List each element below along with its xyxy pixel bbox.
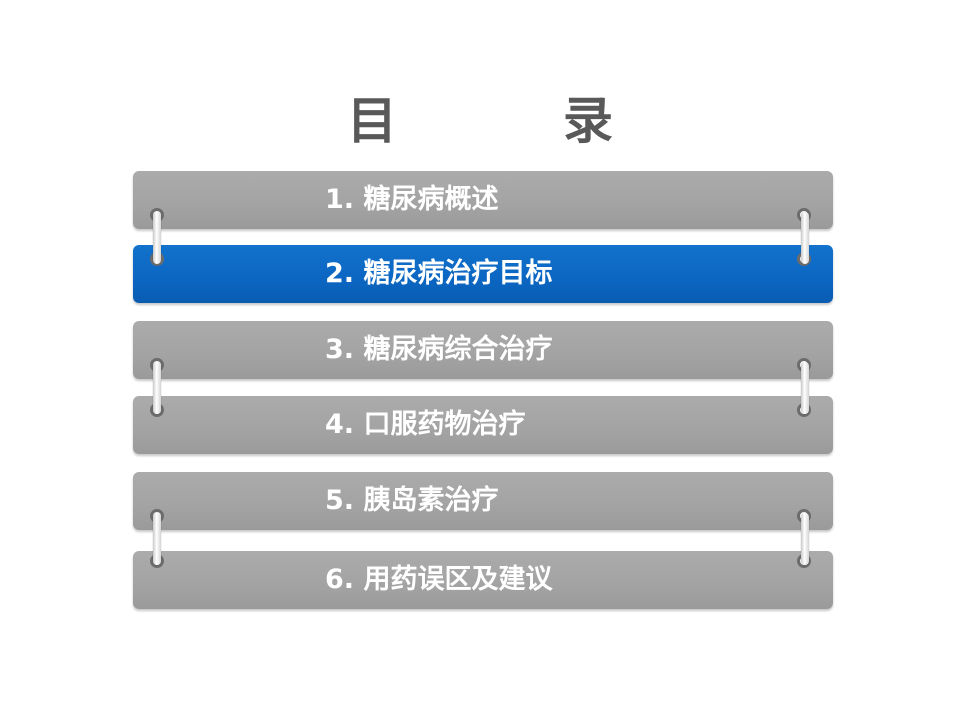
toc-item-label: 2. 糖尿病治疗目标 <box>325 258 553 289</box>
toc-item-label: 4. 口服药物治疗 <box>325 409 526 440</box>
binder-ring-left-2 <box>153 362 161 414</box>
binder-ring-right-3 <box>801 513 809 565</box>
binder-ring-left-1 <box>153 212 161 264</box>
toc-item-label: 5. 胰岛素治疗 <box>325 485 499 516</box>
toc-item-1[interactable]: 1. 糖尿病概述 <box>133 171 833 229</box>
toc-item-label: 6. 用药误区及建议 <box>325 564 553 595</box>
toc-item-3[interactable]: 3. 糖尿病综合治疗 <box>133 321 833 379</box>
binder-ring-left-3 <box>153 513 161 565</box>
toc-item-5[interactable]: 5. 胰岛素治疗 <box>133 472 833 530</box>
toc-item-6[interactable]: 6. 用药误区及建议 <box>133 551 833 609</box>
binder-ring-right-1 <box>801 212 809 264</box>
toc-item-2[interactable]: 2. 糖尿病治疗目标 <box>133 245 833 303</box>
page-title: 目 录 <box>347 92 671 150</box>
toc-item-label: 3. 糖尿病综合治疗 <box>325 334 553 365</box>
toc-item-label: 1. 糖尿病概述 <box>325 184 499 215</box>
toc-item-4[interactable]: 4. 口服药物治疗 <box>133 396 833 454</box>
binder-ring-right-2 <box>801 362 809 414</box>
